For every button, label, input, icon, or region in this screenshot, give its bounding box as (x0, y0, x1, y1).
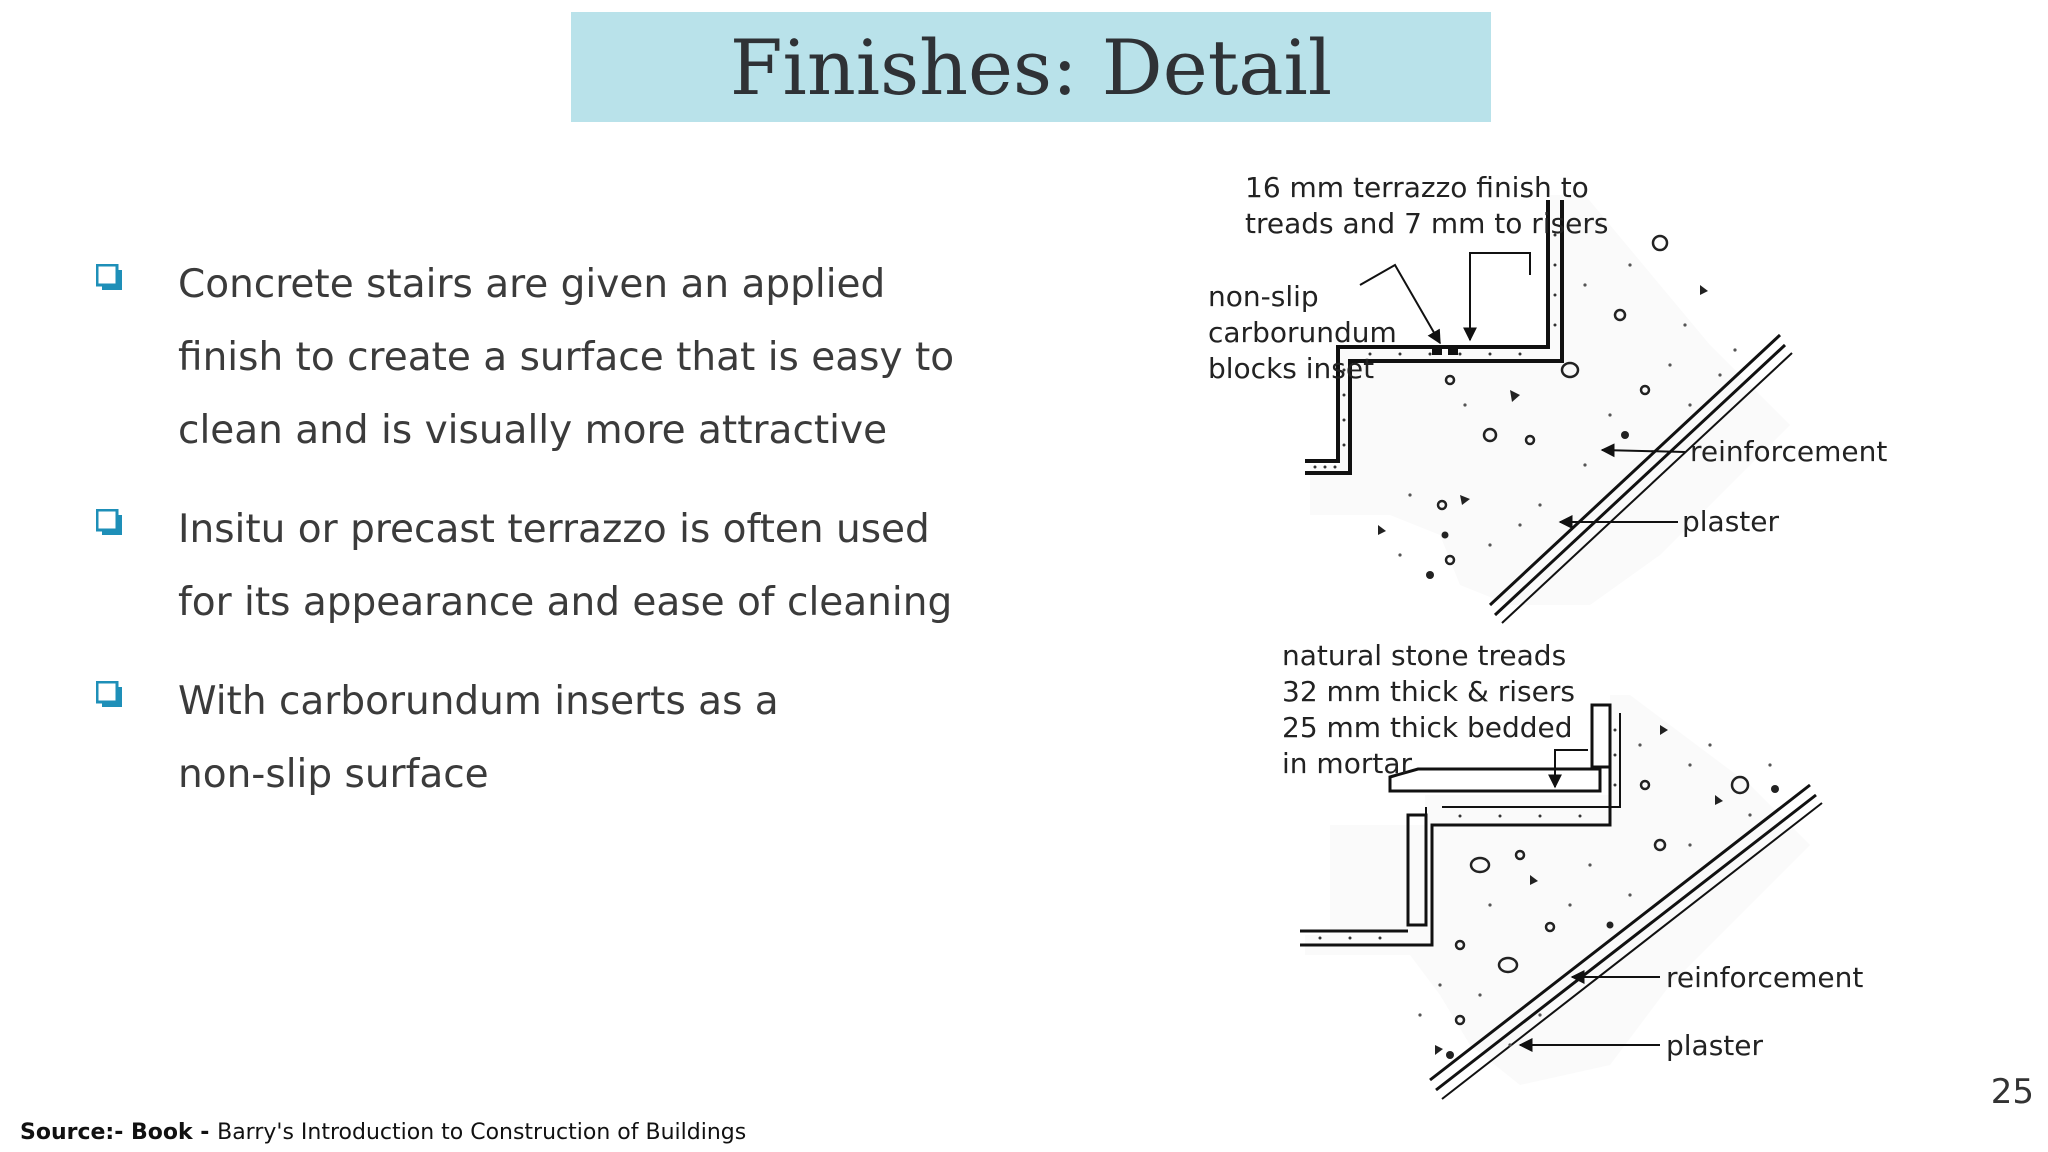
label-plaster: plaster (1682, 505, 1780, 538)
bullet-item: Concrete stairs are given an applied fin… (96, 248, 996, 467)
checkbox-square-icon (96, 681, 122, 707)
bullet-text: Insitu or precast terrazzo is often used… (178, 507, 953, 625)
slide-title: Finishes: Detail (729, 22, 1333, 112)
bottom-stair-section: natural stone treads 32 mm thick & riser… (1282, 639, 1863, 1100)
title-banner: Finishes: Detail (571, 12, 1491, 122)
label-reinforcement: reinforcement (1666, 961, 1863, 994)
checkbox-square-icon (96, 509, 122, 535)
bullet-item: Insitu or precast terrazzo is often used… (96, 493, 996, 639)
bullet-list: Concrete stairs are given an applied fin… (96, 248, 996, 837)
label-reinforcement: reinforcement (1690, 435, 1887, 468)
page-number: 25 (1990, 1072, 2034, 1112)
bullet-item: With carborundum inserts as a non-slip s… (96, 665, 996, 811)
label-stone-4: in mortar (1282, 747, 1412, 780)
bullet-text: Concrete stairs are given an applied fin… (178, 262, 955, 453)
label-nonslip-1: non-slip (1208, 280, 1319, 313)
stair-finish-diagrams: 16 mm terrazzo finish to treads and 7 mm… (1190, 165, 1910, 1115)
stair-section-svg: 16 mm terrazzo finish to treads and 7 mm… (1208, 171, 1887, 1100)
label-stone-1: natural stone treads (1282, 639, 1566, 672)
source-text: Barry's Introduction to Construction of … (217, 1120, 747, 1145)
bullet-text: With carborundum inserts as a non-slip s… (178, 679, 779, 797)
label-stone-3: 25 mm thick bedded (1282, 711, 1573, 744)
top-stair-section: 16 mm terrazzo finish to treads and 7 mm… (1208, 171, 1887, 624)
label-nonslip-2: carborundum (1208, 316, 1397, 349)
label-stone-2: 32 mm thick & risers (1282, 675, 1575, 708)
label-nonslip-3: blocks inset (1208, 352, 1374, 385)
checkbox-square-icon (96, 264, 122, 290)
label-terrazzo-finish-2: treads and 7 mm to risers (1245, 207, 1608, 240)
source-citation: Source:- Book - Barry's Introduction to … (20, 1120, 746, 1145)
label-plaster: plaster (1666, 1029, 1764, 1062)
label-terrazzo-finish-1: 16 mm terrazzo finish to (1245, 171, 1589, 204)
source-prefix: Source:- Book - (20, 1120, 218, 1145)
